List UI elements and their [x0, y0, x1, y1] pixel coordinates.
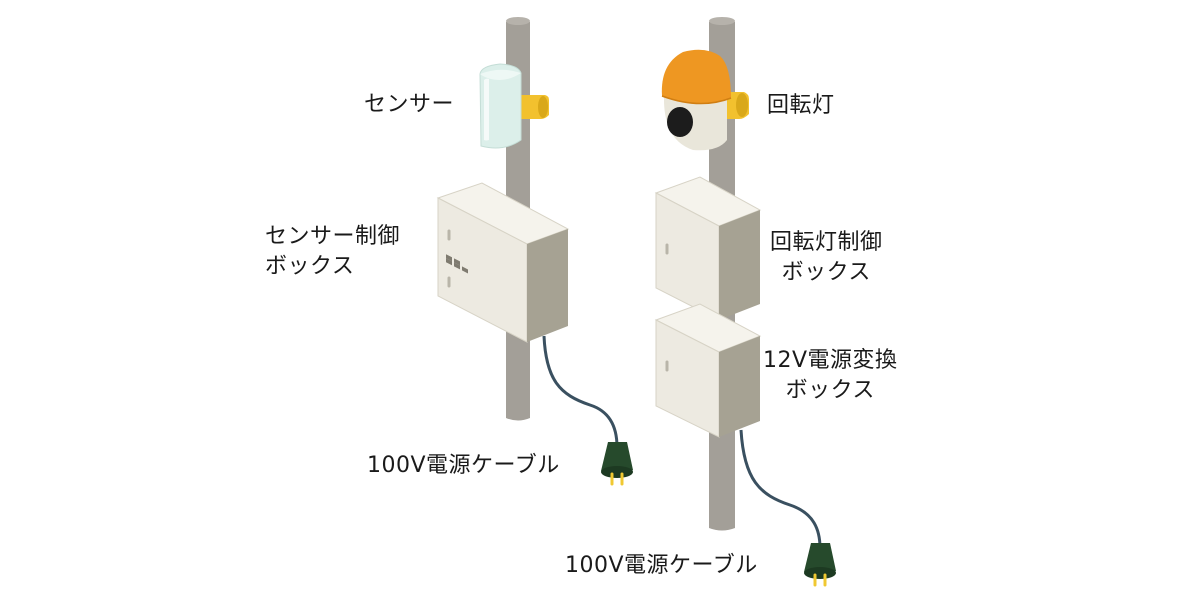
light-box-label: 回転灯制御 ボックス [770, 228, 883, 288]
sensor-device [479, 63, 522, 149]
power-conversion-box [654, 303, 762, 438]
rotating-light-control-box [654, 176, 762, 321]
sensor-box-label: センサー制御 ボックス [265, 222, 400, 282]
rotating-light-device [661, 49, 732, 151]
power-box-label-line2: ボックス [785, 378, 875, 403]
left-power-plug [601, 442, 633, 486]
light-box-label-line2: ボックス [781, 260, 871, 285]
light-box-label-line1: 回転灯制御 [770, 230, 883, 255]
left-power-cable [542, 335, 619, 448]
right-power-cable [739, 429, 822, 549]
sensor-box-label-line1: センサー制御 [265, 224, 401, 249]
left-pole-assembly [436, 17, 633, 486]
right-pole-assembly [654, 17, 836, 587]
right-cable-label: 100V電源ケーブル [565, 553, 758, 578]
rotating-light-label: 回転灯 [767, 93, 835, 118]
right-power-plug [804, 543, 836, 587]
power-box-label: 12V電源変換 ボックス [763, 346, 898, 406]
sensor-control-box [436, 182, 570, 343]
power-box-label-line1: 12V電源変換 [763, 348, 898, 373]
left-cable-label: 100V電源ケーブル [367, 453, 560, 478]
sensor-label: センサー [364, 92, 455, 117]
sensor-box-label-line2: ボックス [265, 254, 355, 279]
